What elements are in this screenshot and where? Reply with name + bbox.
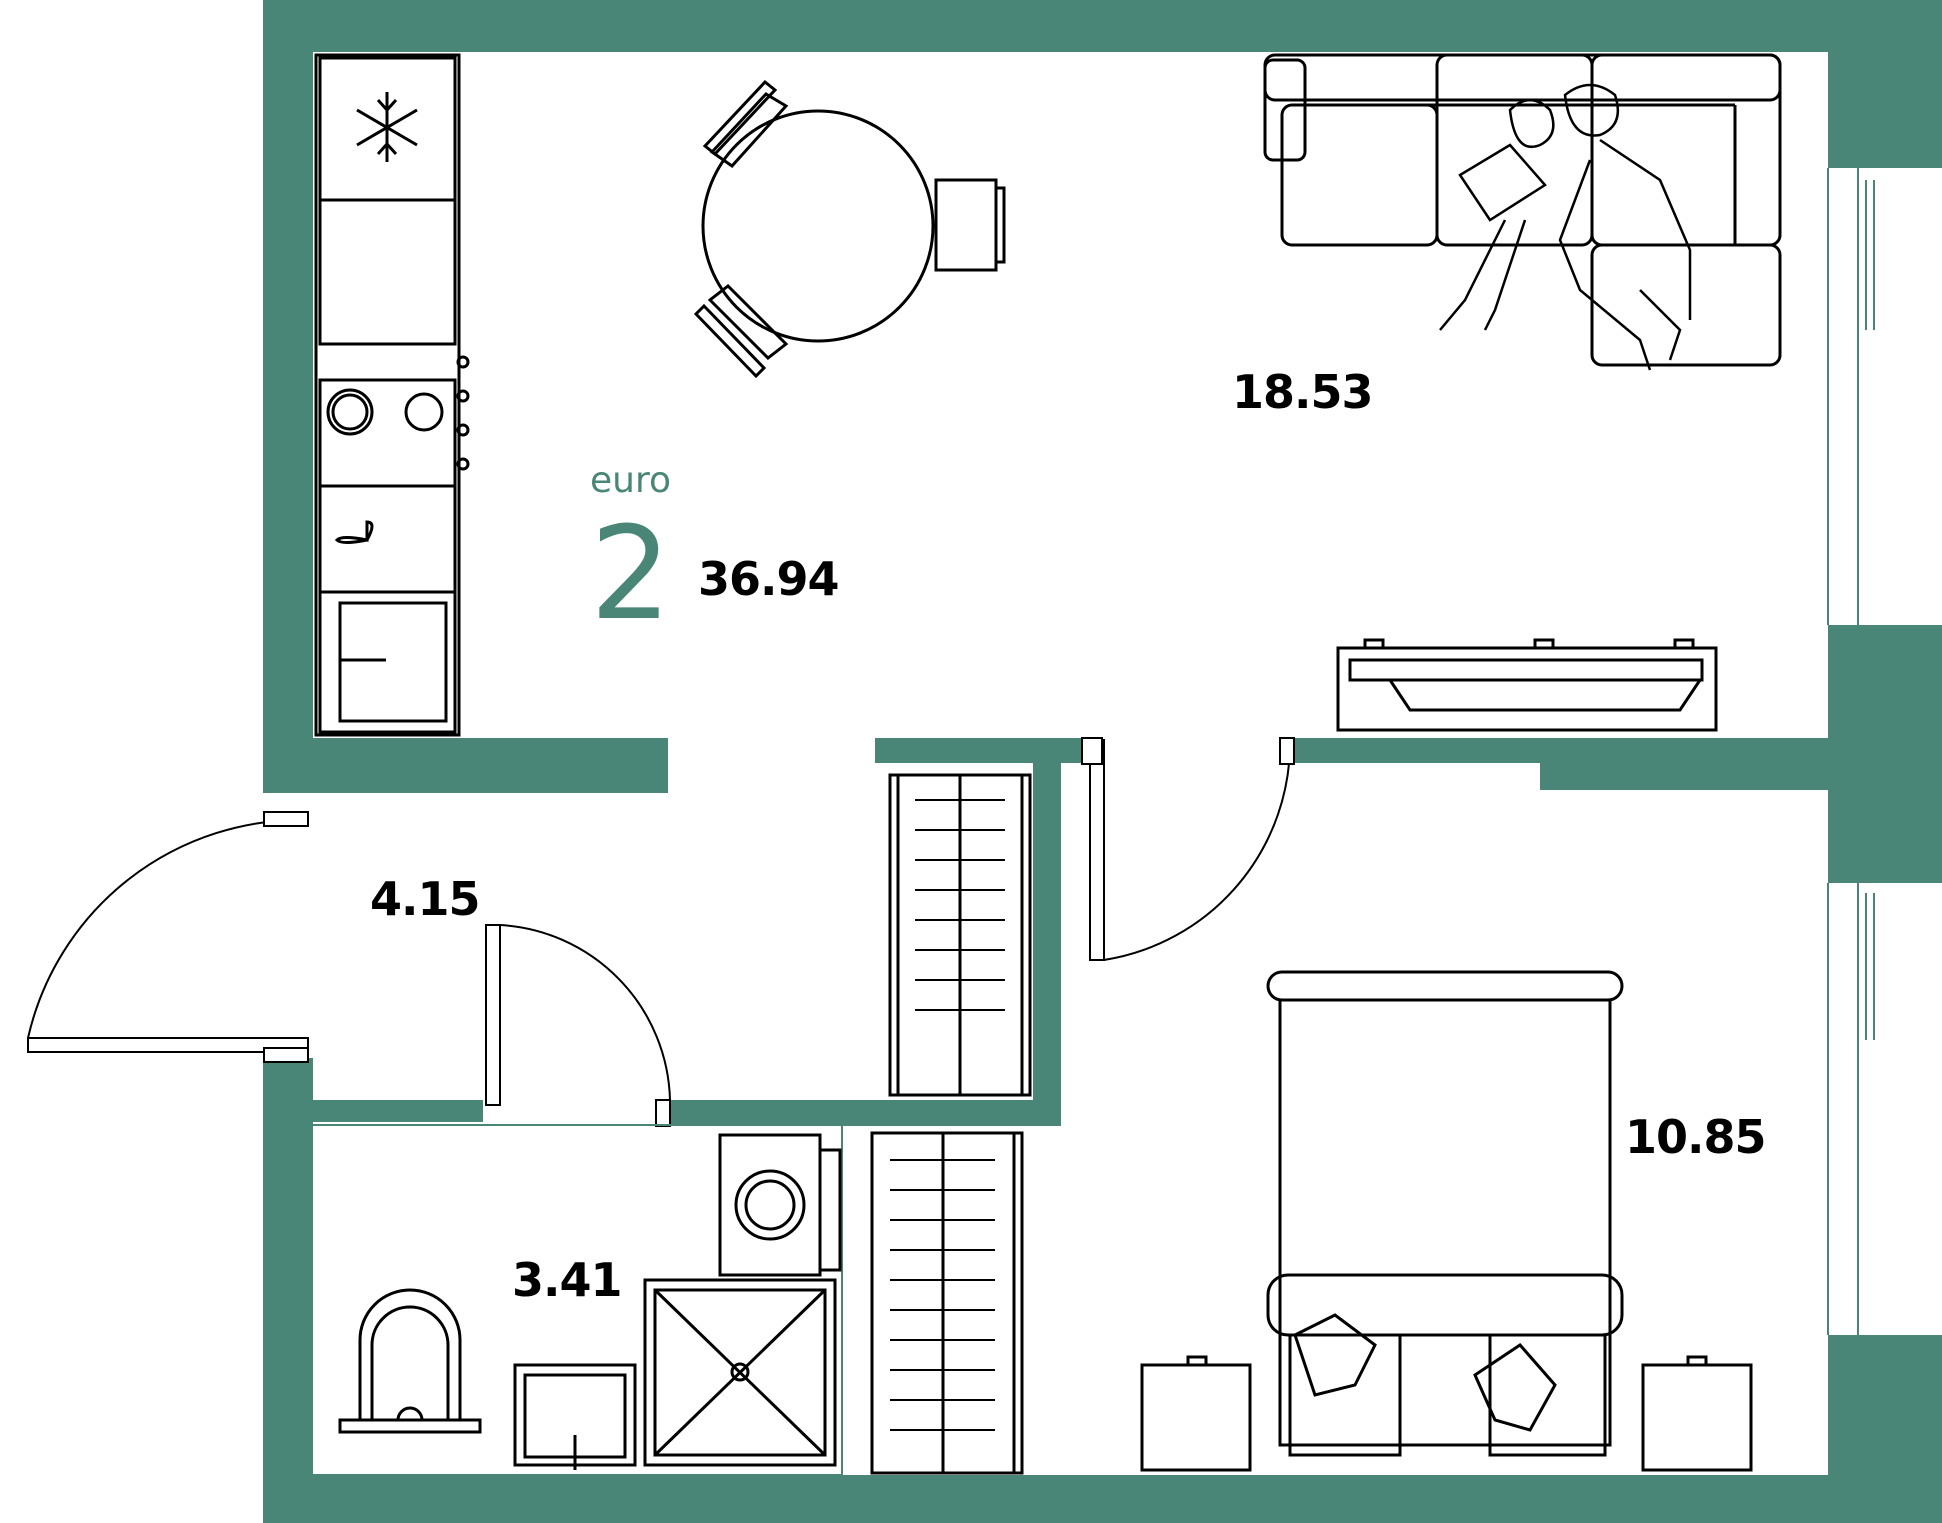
pillow-right	[1473, 1343, 1557, 1432]
rooms-count: 2	[590, 500, 672, 649]
wall-right-middle	[1828, 625, 1942, 883]
chair-right	[934, 178, 1006, 272]
bathroom-fixtures	[309, 1124, 843, 1476]
wall-bottom	[263, 1475, 1942, 1523]
people-on-sofa	[1439, 83, 1692, 371]
snowflake-icon	[356, 92, 418, 162]
nightstand-right	[1641, 1363, 1753, 1472]
sofa	[1263, 53, 1782, 367]
wall-bath-top-a	[263, 1100, 483, 1122]
chair-top	[702, 79, 789, 168]
chair-bottom	[693, 284, 789, 379]
washing-machine	[718, 1133, 842, 1277]
wall-top	[263, 0, 1828, 52]
entry-door	[27, 811, 309, 1063]
area-bathroom: 3.41	[512, 1253, 622, 1307]
wardrobe-hall	[888, 773, 1032, 1097]
area-bedroom: 10.85	[1625, 1110, 1767, 1164]
tv-stand	[1336, 638, 1718, 732]
wall-hall-bedroom	[1033, 738, 1061, 1126]
area-hallway: 4.15	[370, 872, 480, 926]
walls	[263, 0, 1942, 1523]
total-area: 36.94	[698, 552, 840, 606]
wall-right-upper	[1828, 0, 1942, 168]
bathroom-door	[485, 924, 671, 1127]
windows	[1827, 168, 1875, 1335]
bed	[1140, 970, 1753, 1472]
nightstand-left	[1140, 1363, 1252, 1472]
wall-bedroom-top-b	[1540, 738, 1828, 790]
oven	[318, 590, 457, 734]
plan-type-label: euro	[590, 460, 671, 501]
window-upper	[1827, 168, 1875, 625]
wall-bath-top-b	[670, 1100, 1061, 1126]
wall-left-lower	[263, 1058, 313, 1523]
window-lower	[1827, 883, 1875, 1335]
shower	[643, 1278, 837, 1467]
kitchen-unit	[314, 53, 470, 737]
toilet	[338, 1288, 482, 1434]
pillow-left	[1293, 1313, 1377, 1397]
area-living-kitchen: 18.53	[1232, 365, 1374, 419]
wardrobe-bedroom	[870, 1131, 1024, 1475]
dining-table	[693, 79, 1006, 379]
wall-partition-left	[263, 738, 668, 793]
wall-left-upper	[263, 0, 313, 792]
bedroom-door	[1081, 737, 1295, 961]
